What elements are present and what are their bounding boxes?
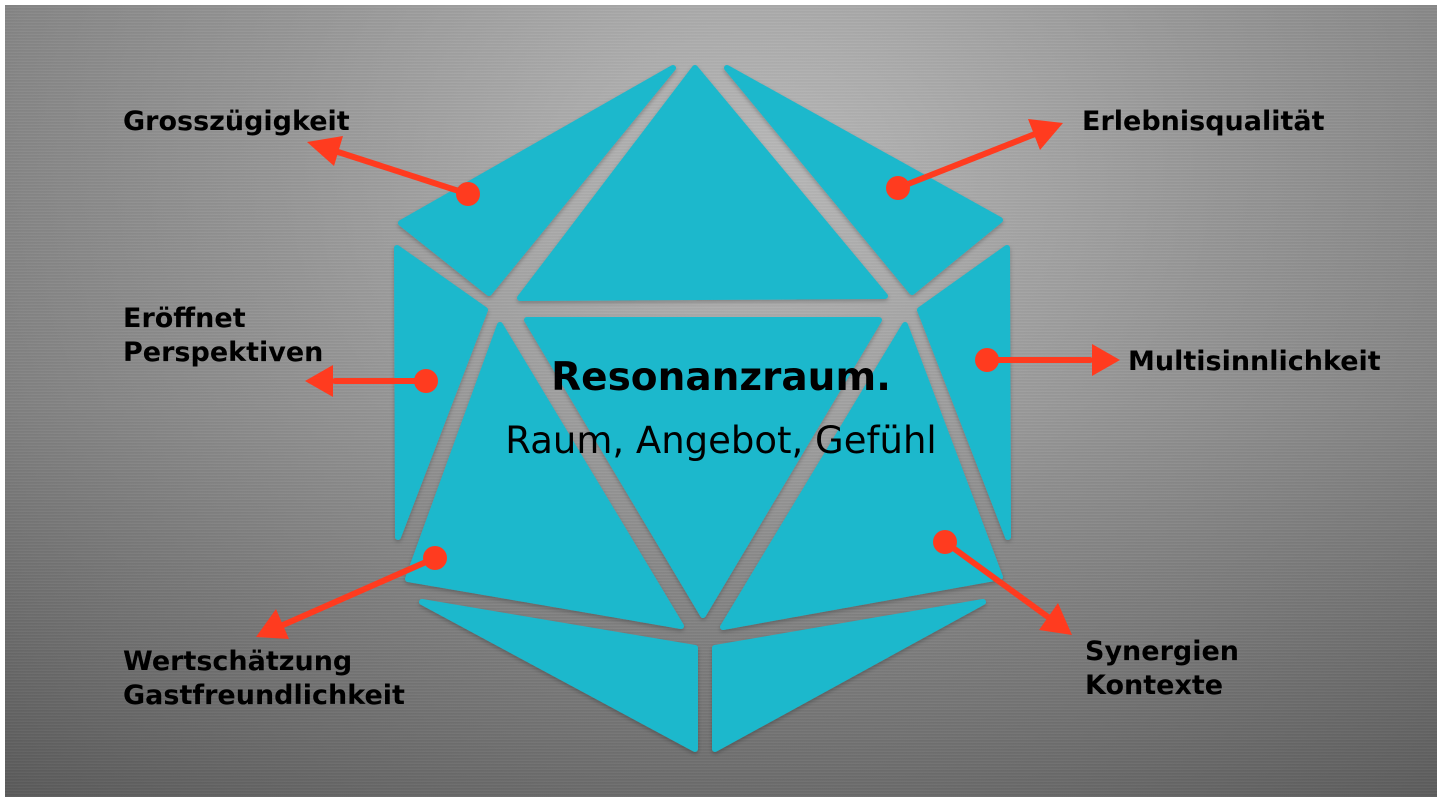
arrow-grosszuegigkeit — [307, 136, 480, 206]
arrow-multisinnlichkeit — [975, 344, 1120, 376]
label-eroeffnet: Eröffnet Perspektiven — [123, 302, 323, 370]
label-wertschaetzung: Wertschätzung Gastfreundlichkeit — [123, 645, 405, 713]
diagram-stage: Resonanzraum. Raum, Angebot, Gefühl Gros… — [5, 5, 1437, 797]
label-synergien: Synergien Kontexte — [1085, 635, 1239, 703]
facet-bottom-right — [712, 599, 986, 752]
arrow-wertschaetzung — [256, 546, 447, 639]
arrow-erlebnisqualitaet — [886, 119, 1063, 200]
label-eroeffnet-line2: Perspektiven — [123, 337, 324, 368]
facet-top-center — [517, 65, 888, 301]
label-synergien-line1: Synergien — [1085, 636, 1240, 667]
label-grosszuegigkeit-text: Grosszügigkeit — [123, 106, 350, 137]
center-title: Resonanzraum. — [551, 355, 891, 400]
facet-right — [917, 245, 1011, 540]
facet-middle-left — [405, 322, 684, 629]
facet-top-left — [398, 65, 676, 296]
arrow-synergien — [933, 530, 1072, 635]
center-subtitle: Raum, Angebot, Gefühl — [505, 419, 937, 462]
facet-top-right — [724, 65, 1003, 295]
facet-left — [394, 245, 488, 540]
label-erlebnisqualitaet: Erlebnisqualität — [1082, 105, 1325, 139]
facet-bottom-left — [419, 599, 698, 752]
arrow-eroeffnet — [305, 365, 438, 397]
icosahedron-diagram — [256, 65, 1120, 752]
facet-middle-right — [720, 322, 1003, 630]
label-erlebnisqualitaet-text: Erlebnisqualität — [1082, 106, 1325, 137]
label-multisinnlichkeit: Multisinnlichkeit — [1128, 345, 1381, 379]
label-synergien-line2: Kontexte — [1085, 670, 1224, 701]
label-grosszuegigkeit: Grosszügigkeit — [123, 105, 350, 139]
facet-middle-center — [524, 317, 882, 618]
label-multisinnlichkeit-text: Multisinnlichkeit — [1128, 346, 1381, 377]
label-eroeffnet-line1: Eröffnet — [123, 303, 246, 334]
label-wertschaetzung-line2: Gastfreundlichkeit — [123, 680, 405, 711]
label-wertschaetzung-line1: Wertschätzung — [123, 646, 353, 677]
